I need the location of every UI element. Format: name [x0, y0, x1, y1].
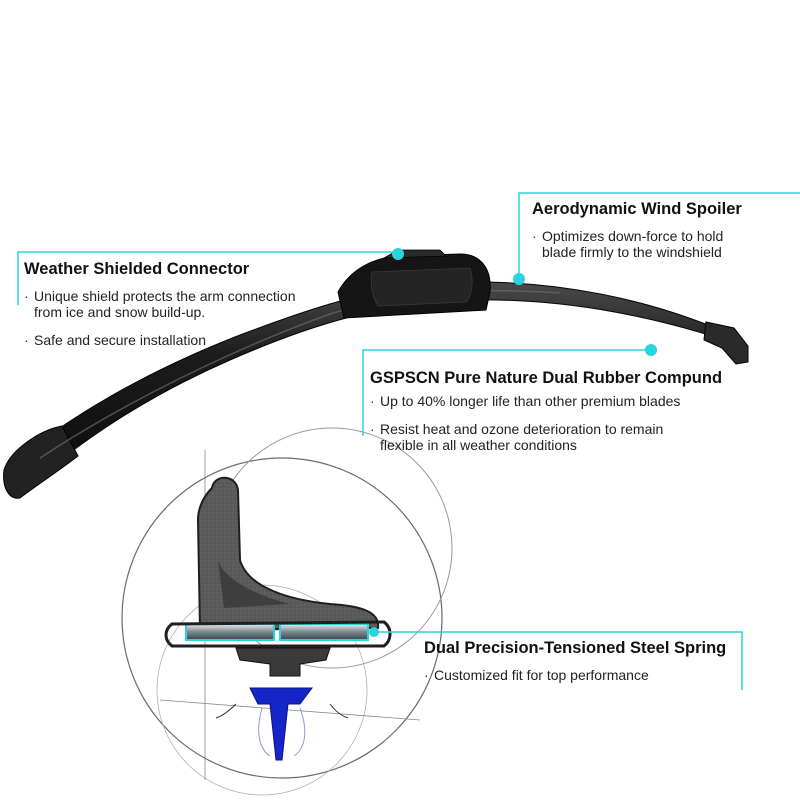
- blade-right-end-cap: [703, 321, 749, 365]
- steel-spring-right: [279, 623, 369, 641]
- leader-spring-dot: [369, 627, 379, 637]
- callout-spring: Dual Precision-Tensioned Steel Spring ·C…: [424, 639, 726, 683]
- leader-connector-dot: [392, 248, 404, 260]
- cross-section-inset: [121, 427, 453, 796]
- callout-connector-line: ·Unique shield protects the arm connecti…: [24, 288, 296, 304]
- callout-leaders: [17, 192, 800, 690]
- callout-spring-title: Dual Precision-Tensioned Steel Spring: [424, 639, 727, 657]
- wiping-ghost-lines: [258, 707, 306, 757]
- callout-connector-line: ·Safe and secure installation: [24, 332, 206, 348]
- callout-rubber-line: ·Up to 40% longer life than other premiu…: [370, 393, 681, 409]
- leader-connector: [17, 251, 398, 305]
- spring-channel: [164, 620, 392, 648]
- leader-spoiler-dot: [513, 273, 525, 285]
- callout-spring-line: ·Customized fit for top performance: [424, 667, 649, 683]
- blade-left-end-cap: [3, 425, 79, 499]
- spoiler-inner-cavity: [218, 560, 290, 608]
- wiping-motion-right: [329, 703, 349, 719]
- callout-spoiler-line: ·Optimizes down-force to hold: [532, 228, 724, 244]
- wiping-motion-left: [215, 703, 237, 719]
- callout-connector: Weather Shielded Connector ·Unique shiel…: [24, 260, 295, 348]
- rubber-base: [235, 647, 331, 677]
- leader-rubber: [362, 349, 651, 436]
- wiping-edge-element: [249, 687, 313, 761]
- leader-rubber-dot: [645, 344, 657, 356]
- leader-spoiler: [518, 192, 800, 276]
- callout-connector-title: Weather Shielded Connector: [24, 260, 250, 278]
- callout-spoiler-line: blade firmly to the windshield: [542, 244, 722, 260]
- wiper-blade: [3, 249, 749, 499]
- callout-spoiler: Aerodynamic Wind Spoiler ·Optimizes down…: [532, 200, 742, 260]
- callout-spoiler-title: Aerodynamic Wind Spoiler: [532, 200, 742, 218]
- callout-rubber: GSPSCN Pure Nature Dual Rubber Compund ·…: [370, 369, 722, 453]
- steel-spring-left: [185, 623, 275, 641]
- callout-rubber-line: flexible in all weather conditions: [380, 437, 577, 453]
- connector-side-panel: [370, 267, 473, 307]
- callout-rubber-line: ·Resist heat and ozone deterioration to …: [370, 421, 664, 437]
- callout-connector-line: from ice and snow build-up.: [34, 304, 206, 320]
- leader-spring: [370, 631, 743, 690]
- inset-guide-line: [159, 699, 421, 721]
- callout-rubber-title: GSPSCN Pure Nature Dual Rubber Compund: [370, 369, 723, 387]
